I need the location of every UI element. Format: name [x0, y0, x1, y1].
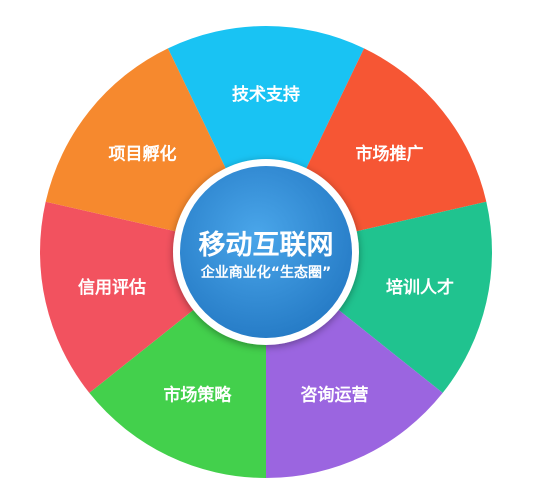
wheel-segment-label-3: 培训人才 — [386, 277, 454, 298]
wheel-segment-label-4: 咨询运营 — [301, 384, 369, 405]
wheel-segment-label-7: 项目孵化 — [108, 143, 176, 164]
wheel-segment-1 — [167, 25, 365, 253]
center-subtitle: 企业商业化“生态圈” — [200, 264, 331, 281]
wheel-segment-label-5: 市场策略 — [163, 384, 232, 405]
center-title: 移动互联网 — [199, 230, 334, 261]
wheel-segment-label-2: 市场推广 — [356, 143, 424, 164]
wheel-segment-label-6: 信用评估 — [78, 277, 146, 298]
center-hub: 移动互联网 企业商业化“生态圈” — [173, 159, 359, 345]
wheel-segment-label-1: 技术支持 — [232, 84, 300, 105]
center-hub-disc — [180, 166, 352, 338]
